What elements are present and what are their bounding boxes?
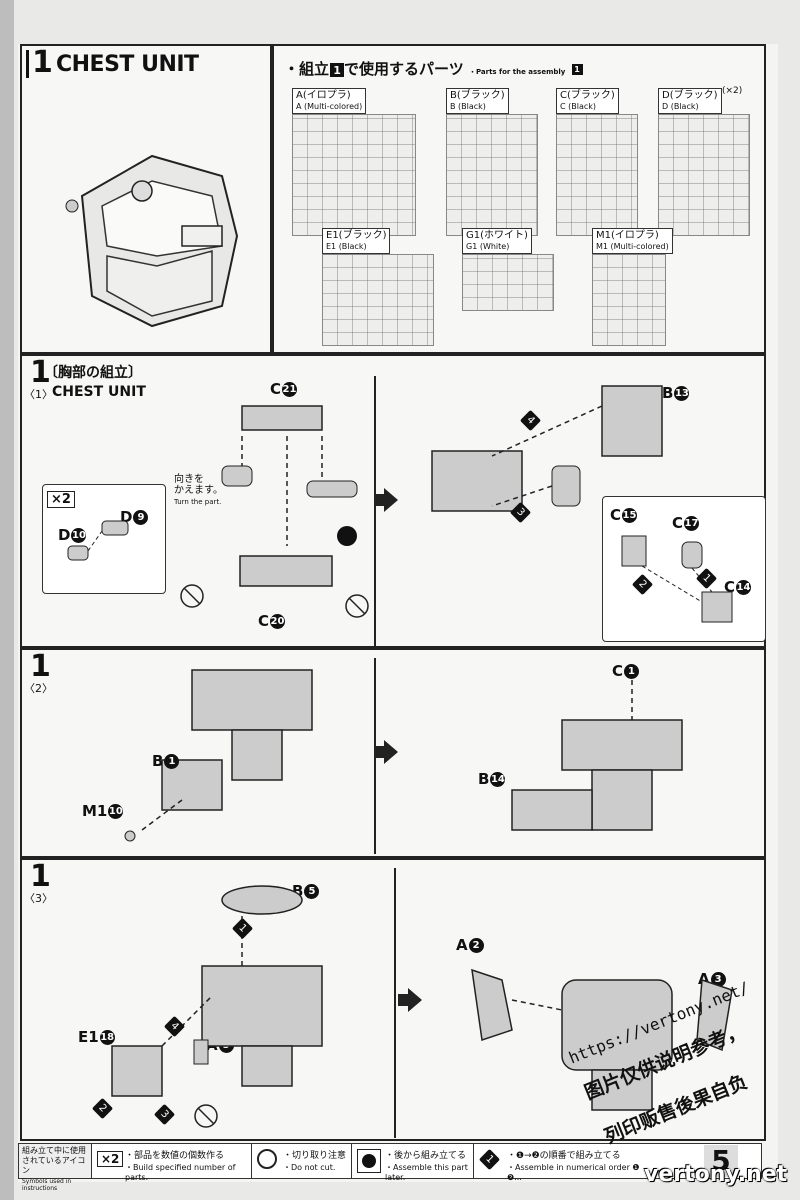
x2-badge: ×2 (47, 491, 75, 508)
step-number: 1 (30, 355, 51, 390)
flow-arrow (374, 740, 398, 764)
runner-sheet-c (556, 114, 638, 236)
sheet-b-label: B(ブラック)B (Black) (446, 88, 509, 114)
legend-item-numerical-order: 1 ・❶→❷の順番で組み立てる ・Assemble in numerical o… (473, 1144, 653, 1182)
order-mark-3: 3 (509, 501, 532, 524)
assemble-later-icon (357, 1149, 381, 1173)
substep-number: 〈2〉 (24, 682, 53, 695)
sheet-d-label: D(ブラック)D (Black) (658, 88, 722, 114)
step-number: 1 (30, 649, 51, 684)
order-mark-2: 2 (91, 1097, 114, 1120)
runner-sheet-m1 (592, 254, 666, 346)
legend-item-build-count: ×2 ・部品を数値の個数作る ・Build specified number o… (91, 1144, 252, 1182)
legend-title: 組み立て中に使用されているアイコン Symbols used in instru… (19, 1144, 92, 1192)
chest-unit-overview: 1 CHEST UNIT (20, 44, 272, 354)
step-title-en: CHEST UNIT (52, 384, 146, 400)
order-mark-4: 4 (519, 409, 542, 432)
flow-arrow (374, 488, 398, 512)
runner-sheet-a (292, 114, 416, 236)
order-mark-2: 2 (631, 573, 654, 596)
sheet-c-label: C(ブラック)C (Black) (556, 88, 619, 114)
step-number: 1 (30, 859, 51, 894)
runner-sheet-b (446, 114, 538, 236)
section-title: CHEST UNIT (56, 52, 199, 77)
page-number: 5 (704, 1145, 738, 1177)
binding-spine (0, 0, 14, 1200)
order-mark-1: 1 (695, 567, 718, 590)
chest-unit-illustration (65, 154, 239, 328)
step-bar (26, 50, 29, 78)
panel-divider (394, 868, 396, 1138)
step-1-3-right-drawing (471, 968, 733, 1111)
step-title-jp: 〔胸部の組立〕 (44, 365, 142, 381)
step-number: 1 (32, 45, 53, 80)
order-mark-1: 1 (231, 917, 254, 940)
order-mark-4: 4 (163, 1015, 186, 1038)
c-subassembly-drawing (621, 535, 733, 623)
order-mark-3: 3 (153, 1103, 176, 1126)
panel-divider (374, 376, 376, 646)
runner-sheet-e1 (322, 254, 434, 346)
step-1-1-left-drawing (67, 405, 369, 618)
symbol-legend: 組み立て中に使用されているアイコン Symbols used in instru… (18, 1143, 762, 1192)
sheet-a-label: A(イロプラ)A (Multi-colored) (292, 88, 367, 114)
runner-sheet-d (658, 114, 750, 236)
x2-subassembly-callout: ×2 (42, 484, 166, 594)
flow-arrow (398, 988, 422, 1012)
sheet-g1-label: G1(ホワイト)G1 (White) (462, 228, 532, 254)
runner-sheet-g1 (462, 254, 554, 311)
turn-note-jp: 向きを かえます。 (174, 474, 223, 496)
sheet-d-quantity: (×2) (722, 86, 743, 96)
step-1-3-left-drawing (111, 885, 323, 1128)
step-1-2-left-drawing (124, 669, 313, 842)
substep-number: 〈1〉 (24, 388, 53, 401)
sheet-m1-label: M1(イロプラ)M1 (Multi-colored) (592, 228, 673, 254)
watermark-site: vertony.net (644, 1162, 788, 1187)
order-icon: 1 (478, 1148, 501, 1171)
do-not-cut-icon (257, 1149, 277, 1169)
step-1-1-right-drawing (431, 385, 663, 512)
legend-item-do-not-cut: ・切り取り注意 ・Do not cut. (251, 1144, 352, 1178)
substep-number: 〈3〉 (24, 892, 53, 905)
step-1-1-panel: 1 〈1〉 〔胸部の組立〕 CHEST UNIT ×2 向きを かえます。 Tu… (20, 354, 766, 648)
sheet-e1-label: E1(ブラック)E1 (Black) (322, 228, 391, 254)
legend-item-assemble-later: ・後から組み立てる ・Assemble this part later. (351, 1144, 474, 1182)
turn-note-en: Turn the part. (174, 498, 222, 506)
step-1-2-right-drawing (511, 680, 683, 831)
